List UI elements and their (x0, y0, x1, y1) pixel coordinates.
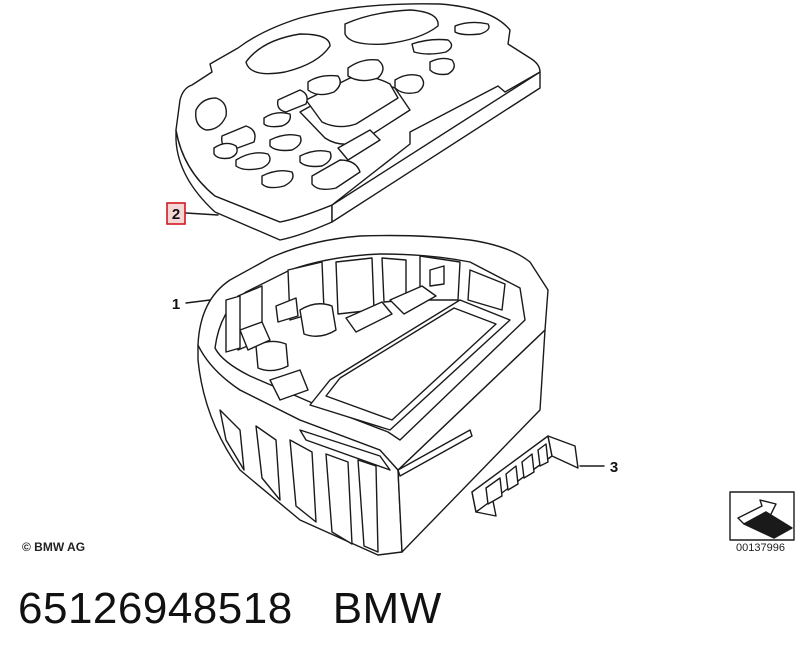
direction-arrow-icon (729, 491, 795, 541)
foam-cover-part-2 (175, 3, 541, 241)
footer-caption: 65126948518 BMW (18, 584, 442, 634)
callout-3: 3 (610, 459, 618, 476)
foam-tray-part-1 (197, 234, 549, 556)
bracket-part-3 (471, 435, 579, 517)
callout-2: 2 (172, 206, 180, 223)
parts-diagram: 2 1 3 (166, 3, 795, 556)
brand-name: BMW (332, 584, 442, 633)
part-number: 65126948518 (18, 584, 293, 633)
callout-1: 1 (172, 296, 180, 313)
copyright-label: © BMW AG (22, 540, 86, 554)
leader-lines (185, 212, 605, 467)
reference-id: 00137996 (736, 542, 785, 554)
callout-highlight-box (166, 202, 186, 225)
